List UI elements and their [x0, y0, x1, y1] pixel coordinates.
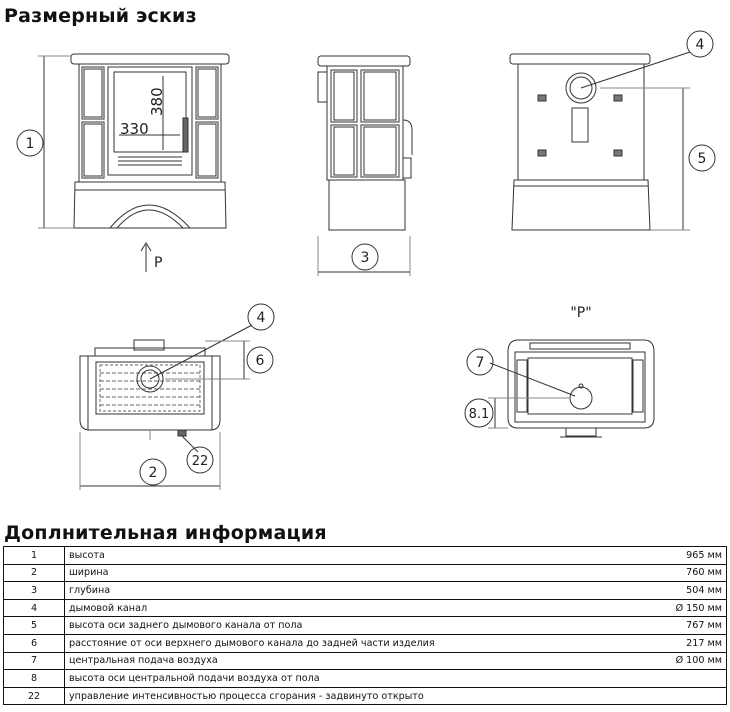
door-width-label: 330 [120, 120, 149, 138]
cell-desc: ширина [63, 563, 642, 583]
cell-desc: расстояние от оси верхнего дымового кана… [63, 633, 642, 653]
cell-val: 760 мм [641, 563, 727, 583]
callout-2-circle [139, 458, 167, 486]
view-p-label: "P" [570, 305, 591, 321]
cell-val: Ø 100 мм [641, 651, 727, 671]
cell-desc: высота [63, 546, 642, 565]
cell-val: Ø 150 мм [641, 598, 727, 618]
front-view [38, 53, 230, 272]
cell-desc: высота оси заднего дымового канала от по… [63, 616, 642, 635]
cell-desc: глубина [63, 581, 642, 600]
cell-num: 8 [3, 669, 65, 688]
cell-desc: управление интенсивностью процесса сгора… [63, 686, 642, 706]
callout-6-circle [246, 346, 274, 374]
cell-num: 5 [3, 616, 65, 635]
cell-val: 965 мм [641, 546, 727, 565]
callout-4-top-circle [686, 30, 714, 58]
view-arrow-label: P [154, 255, 162, 271]
bottom-view [488, 339, 655, 438]
technical-drawing: 330 380 P 1 3 [16, 30, 716, 490]
cell-desc: дымовой канал [63, 598, 642, 618]
callout-22-circle [186, 446, 214, 474]
callout-1: 1 [26, 136, 35, 152]
info-title: Доплнительная информация [4, 522, 327, 544]
back-view [509, 51, 691, 231]
callout-2: 2 [149, 465, 158, 481]
sketch-title: Размерный эскиз [4, 5, 197, 27]
cell-num: 4 [3, 598, 65, 618]
callout-8: 8.1 [469, 407, 490, 422]
callout-3: 3 [361, 250, 370, 266]
callout-4-top: 4 [696, 37, 705, 53]
cell-num: 6 [3, 633, 65, 653]
callout-22: 22 [192, 454, 209, 469]
callout-6: 6 [256, 353, 265, 369]
callout-4-plan-circle [247, 303, 275, 331]
cell-num: 2 [3, 563, 65, 583]
cell-val: 217 мм [641, 633, 727, 653]
door-height-label: 380 [148, 87, 166, 116]
cell-desc: высота оси центральной подачи воздуха от… [63, 669, 642, 688]
cell-val [641, 686, 727, 706]
cell-val [641, 669, 727, 688]
cell-num: 7 [3, 651, 65, 671]
callout-5: 5 [698, 151, 707, 167]
cell-val: 504 мм [641, 581, 727, 600]
plan-view [79, 324, 253, 490]
cell-num: 1 [3, 546, 65, 565]
callout-1-circle [16, 129, 44, 157]
cell-desc: центральная подача воздуха [63, 651, 642, 671]
callout-7-circle [466, 348, 494, 376]
callout-5-circle [688, 144, 716, 172]
side-view [317, 55, 413, 276]
callout-4-plan: 4 [257, 310, 266, 326]
cell-num: 22 [3, 686, 65, 706]
cell-num: 3 [3, 581, 65, 600]
callout-3-circle [351, 243, 379, 271]
callout-7: 7 [476, 355, 485, 371]
cell-val: 767 мм [641, 616, 727, 635]
callout-8-circle [464, 398, 494, 428]
